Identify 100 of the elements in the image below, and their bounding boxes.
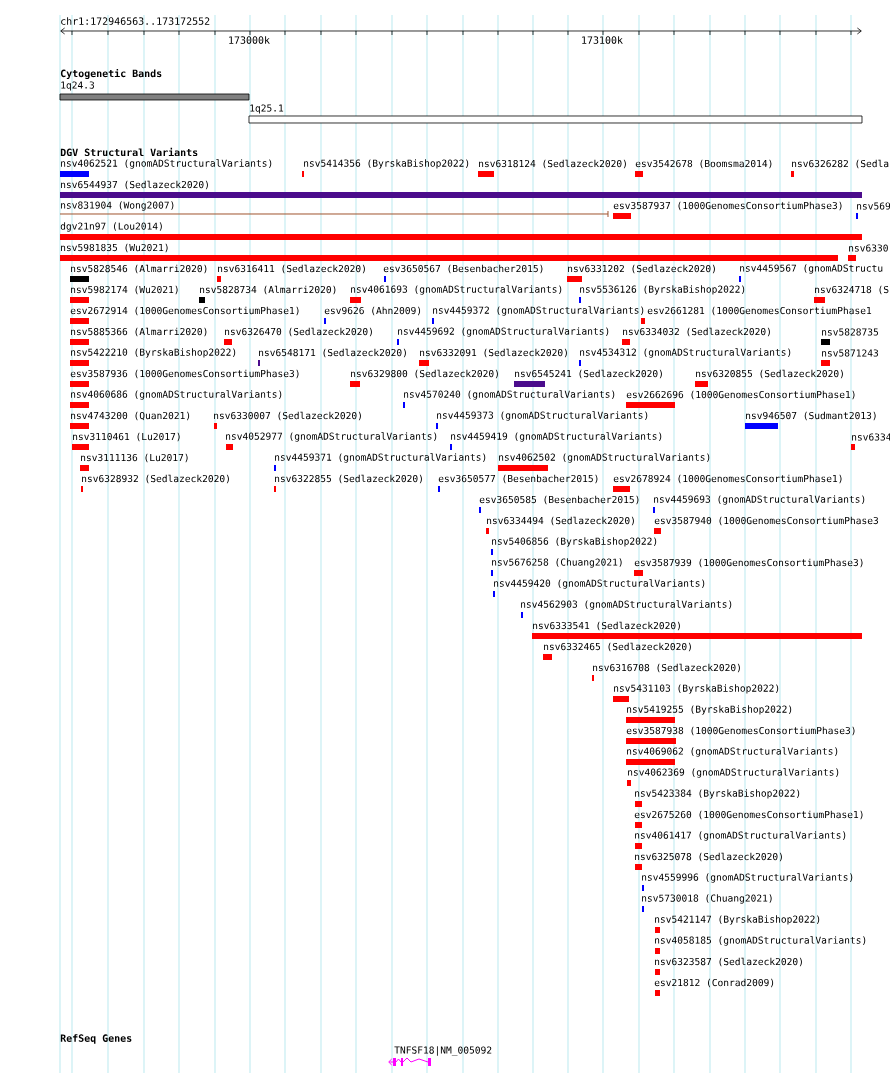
variant-feature: nsv5828546 (Almarri2020) [70, 264, 207, 282]
node-label: esv2672914 (1000GenomesConsortiumPhase1) [70, 306, 299, 316]
variant-feature: nsv5421147 (ByrskaBishop2022) [655, 915, 820, 933]
variant-feature: nsv6316411 (Sedlazeck2020) [217, 264, 365, 282]
node-label: nsv4562903 (gnomADStructuralVariants) [521, 600, 732, 610]
variant-feature: nsv946507 (Sudmant2013) [745, 411, 876, 429]
variant-feature: nsv5431103 (ByrskaBishop2022) [613, 684, 779, 702]
node-label: nsv6544937 (Sedlazeck2020) [61, 180, 208, 190]
axis-tick-label: 173000k [229, 36, 270, 44]
node-label: nsv5676258 (Chuang2021) [492, 558, 622, 568]
node-label: nsv4061417 (gnomADStructuralVariants) [635, 831, 846, 841]
node-label: nsv5982174 (Wu2021) [71, 285, 178, 295]
variant-feature: nsv5419255 (ByrskaBishop2022) [626, 705, 792, 723]
node-label: nsv6322855 (Sedlazeck2020) [275, 474, 422, 484]
node-label: nsv4459692 (gnomADStructuralVariants) [398, 327, 609, 337]
node-label: esv3587939 (1000GenomesConsortiumPhase3) [634, 558, 863, 568]
variant-feature: nsv5871243 [821, 349, 879, 366]
variant-feature: esv3650567 (Besenbacher2015) [383, 264, 543, 282]
node-label: nsv5422210 (ByrskaBishop2022) [71, 348, 236, 358]
node-label: nsv3110461 (Lu2017) [73, 432, 180, 442]
node-label: esv2661281 (1000GenomesConsortiumPhase1 [647, 306, 872, 316]
node-label: esv3587938 (1000GenomesConsortiumPhase3) [626, 726, 855, 736]
variant-feature: nsv3110461 (Lu2017) [72, 432, 180, 450]
node-label: nsv946507 (Sudmant2013) [746, 411, 876, 421]
node-label: nsv5414356 (ByrskaBishop2022) [304, 159, 469, 169]
variant-feature: nsv6316708 (Sedlazeck2020) [592, 663, 740, 681]
variant-feature: nsv6330 [848, 244, 888, 261]
node-label: nsv5406856 (ByrskaBishop2022) [492, 537, 657, 547]
node-label: nsv4459420 (gnomADStructuralVariants) [494, 579, 705, 589]
node-label: nsv6332465 (Sedlazeck2020) [544, 642, 691, 652]
variant-feature: nsv5982174 (Wu2021) [70, 285, 178, 303]
node-label: nsv6320855 (Sedlazeck2020) [696, 369, 843, 379]
node-label: TNFSF18|NM_005092 [394, 1046, 492, 1056]
node-label: nsv6334494 (Sedlazeck2020) [487, 516, 634, 526]
node-label: nsv5885366 (Almarri2020) [71, 327, 207, 337]
node-label: nsv4062369 (gnomADStructuralVariants) [628, 768, 839, 778]
node-label: nsv4459371 (gnomADStructuralVariants) [275, 453, 486, 463]
variant-feature: esv2675260 (1000GenomesConsortiumPhase1) [634, 810, 863, 828]
variant-feature: nsv4459373 (gnomADStructuralVariants) [436, 411, 648, 429]
variant-feature: nsv6322855 (Sedlazeck2020) [274, 474, 422, 492]
variant-feature: nsv4058185 (gnomADStructuralVariants) [655, 936, 866, 954]
track-heading: DGV Structural Variants [60, 147, 198, 157]
variant-feature: nsv4061693 (gnomADStructuralVariants) [350, 285, 562, 303]
node-label: nsv5828735 [822, 328, 878, 336]
node-label: esv9626 (Ahn2009) [324, 306, 421, 316]
node-label: nsv6323587 (Sedlazeck2020) [655, 957, 802, 967]
variant-feature: nsv4062369 (gnomADStructuralVariants) [627, 768, 839, 786]
variant-feature: esv2662696 (1000GenomesConsortiumPhase1) [626, 390, 855, 408]
node-label: nsv4060686 (gnomADStructuralVariants) [71, 390, 282, 400]
variant-feature: nsv5981835 (Wu2021) [60, 243, 838, 261]
variant-feature: nsv6333541 (Sedlazeck2020) [532, 621, 862, 639]
node-label: nsv4459419 (gnomADStructuralVariants) [451, 432, 662, 442]
variant-feature: nsv6330007 (Sedlazeck2020) [214, 411, 361, 429]
node-label: nsv6316411 (Sedlazeck2020) [218, 264, 365, 274]
node-label: nsv4559996 (gnomADStructuralVariants) [642, 873, 853, 883]
variant-feature: nsv4562903 (gnomADStructuralVariants) [521, 600, 732, 618]
variant-feature: nsv5406856 (ByrskaBishop2022) [491, 537, 657, 555]
node-label: nsv6330 [849, 244, 888, 252]
variant-feature: nsv6331202 (Sedlazeck2020) [567, 264, 715, 282]
node-label: 1q25.1 [250, 104, 284, 114]
node-label: nsv5981835 (Wu2021) [61, 243, 168, 253]
variant-feature: nsv6328932 (Sedlazeck2020) [81, 474, 229, 492]
variant-feature: nsv6323587 (Sedlazeck2020) [655, 957, 802, 975]
node-label: nsv5419255 (ByrskaBishop2022) [627, 705, 792, 715]
node-label: nsv5828546 (Almarri2020) [71, 264, 207, 274]
node-label: nsv6548171 (Sedlazeck2020) [259, 348, 406, 358]
variant-feature: nsv4459567 (gnomADStructu [739, 264, 883, 282]
variant-feature: nsv6548171 (Sedlazeck2020) [258, 348, 406, 366]
track-heading: RefSeq Genes [60, 1034, 132, 1044]
variant-feature: nsv4069062 (gnomADStructuralVariants) [626, 747, 838, 765]
variant-feature: esv3587939 (1000GenomesConsortiumPhase3) [634, 558, 863, 576]
variant-feature: nsv4459692 (gnomADStructuralVariants) [397, 327, 609, 345]
node-label: nsv4058185 (gnomADStructuralVariants) [655, 936, 866, 946]
variant-feature: esv2678924 (1000GenomesConsortiumPhase1) [613, 474, 842, 492]
node-label: nsv4570240 (gnomADStructuralVariants) [404, 390, 615, 400]
variant-feature: nsv4534312 (gnomADStructuralVariants) [579, 348, 791, 366]
variant-feature: nsv6545241 (Sedlazeck2020) [514, 369, 662, 387]
cytoband: 1q24.3 [59, 81, 250, 101]
variant-feature: esv3587937 (1000GenomesConsortiumPhase3) [613, 201, 842, 219]
node-label: nsv6328932 (Sedlazeck2020) [82, 474, 229, 484]
axis-tick-label: 173100k [582, 36, 623, 44]
node-label: nsv6326470 (Sedlazeck2020) [225, 327, 372, 337]
node-label: nsv4062502 (gnomADStructuralVariants) [499, 453, 710, 463]
node-label: nsv4459693 (gnomADStructuralVariants) [654, 495, 865, 505]
variant-feature: nsv5730018 (Chuang2021) [642, 894, 772, 912]
variant-feature: esv3587936 (1000GenomesConsortiumPhase3) [70, 369, 299, 387]
variant-feature: nsv5414356 (ByrskaBishop2022) [302, 159, 469, 177]
node-label: nsv4052977 (gnomADStructuralVariants) [226, 432, 437, 442]
variant-feature: nsv5536126 (ByrskaBishop2022) [579, 285, 745, 303]
node-label: dgv21n97 (Lou2014) [60, 222, 162, 232]
gene-feature: TNFSF18|NM_005092 [388, 1046, 492, 1066]
variant-feature: esv3587938 (1000GenomesConsortiumPhase3) [626, 726, 855, 744]
node-label: nsv4743200 (Quan2021) [71, 411, 190, 421]
node-label: 1q24.3 [61, 81, 95, 91]
node-label: esv3587940 (1000GenomesConsortiumPhase3 [654, 516, 879, 526]
node-label: nsv6333541 (Sedlazeck2020) [533, 621, 680, 631]
variant-feature: esv3650577 (Besenbacher2015) [438, 474, 598, 492]
variant-feature: nsv4459419 (gnomADStructuralVariants) [450, 432, 662, 450]
variant-feature: nsv4743200 (Quan2021) [70, 411, 190, 429]
coordinate-label: chr1:172946563..173172552 [61, 17, 210, 25]
